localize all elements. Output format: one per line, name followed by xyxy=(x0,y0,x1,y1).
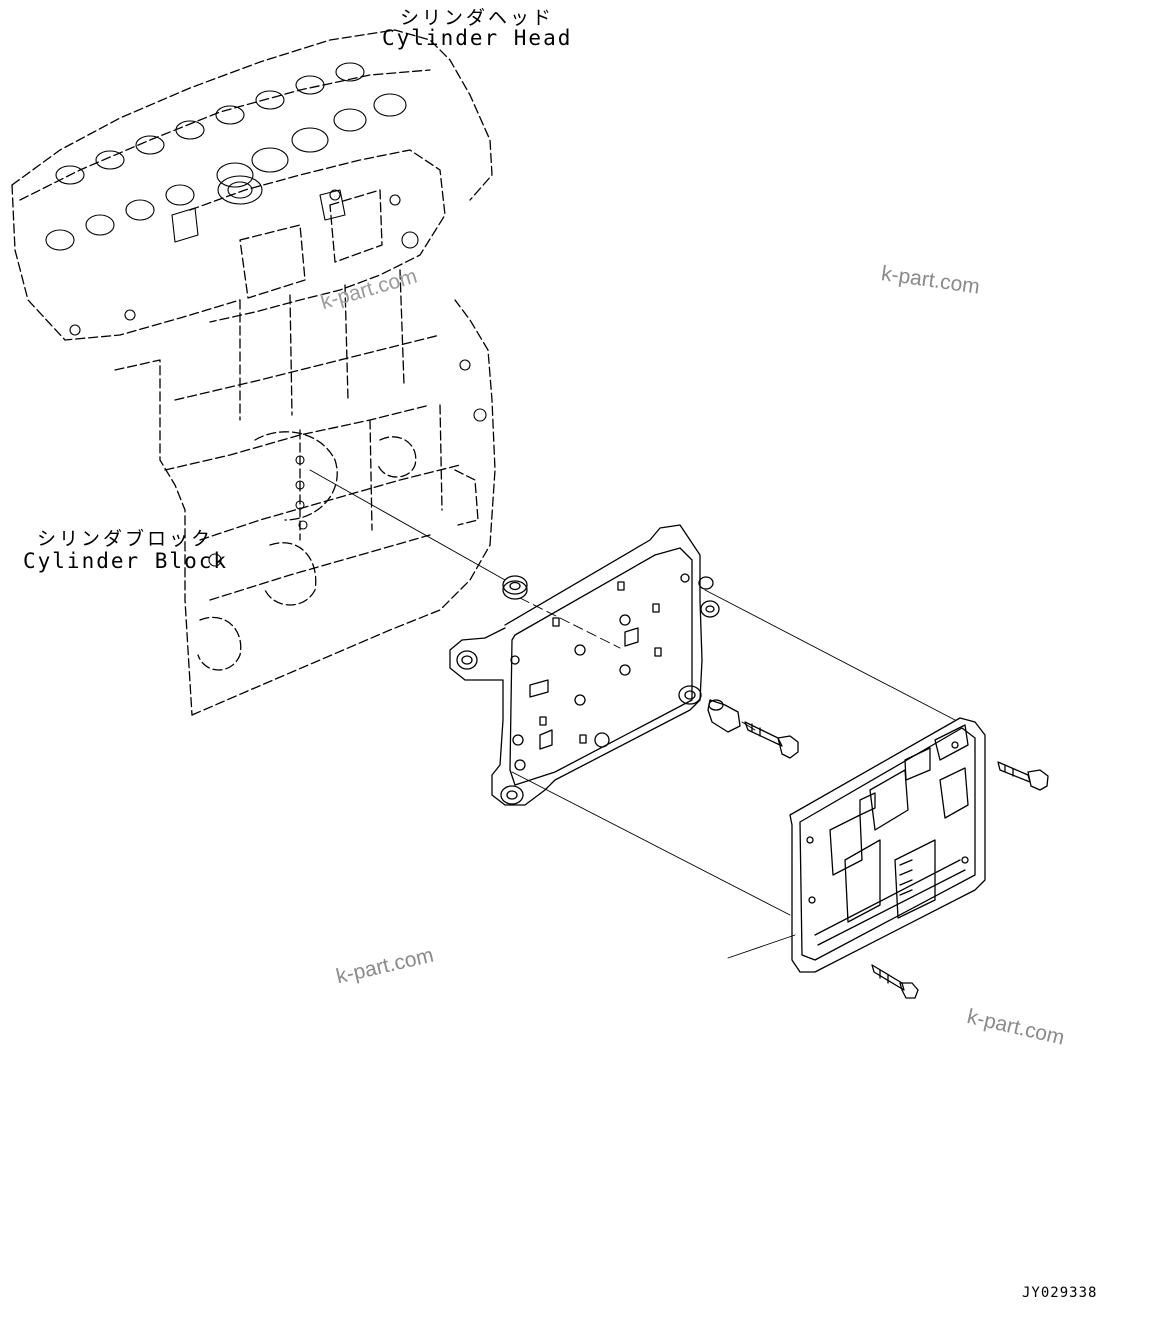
bolt-upper-right xyxy=(998,762,1048,790)
bolt-lower xyxy=(872,965,918,998)
rubber-mount-lower xyxy=(708,700,740,732)
bolt-middle xyxy=(745,722,798,758)
drawing-code: JY029338 xyxy=(1022,1285,1098,1301)
mounting-bracket xyxy=(450,525,702,805)
assembly-leader-lines xyxy=(310,470,955,958)
engine-outline xyxy=(12,30,495,715)
engine-controller-ecu xyxy=(790,718,985,972)
cylinder-head-label-en: Cylinder Head xyxy=(382,26,573,50)
engine-details xyxy=(46,63,486,566)
cylinder-head-label-jp: シリンダヘッド xyxy=(400,7,555,29)
rubber-mount-upper xyxy=(699,577,719,617)
cylinder-block-label-en: Cylinder Block xyxy=(23,549,229,573)
spacer-washer xyxy=(503,576,527,599)
cylinder-block-label-jp: シリンダブロック xyxy=(37,528,214,550)
